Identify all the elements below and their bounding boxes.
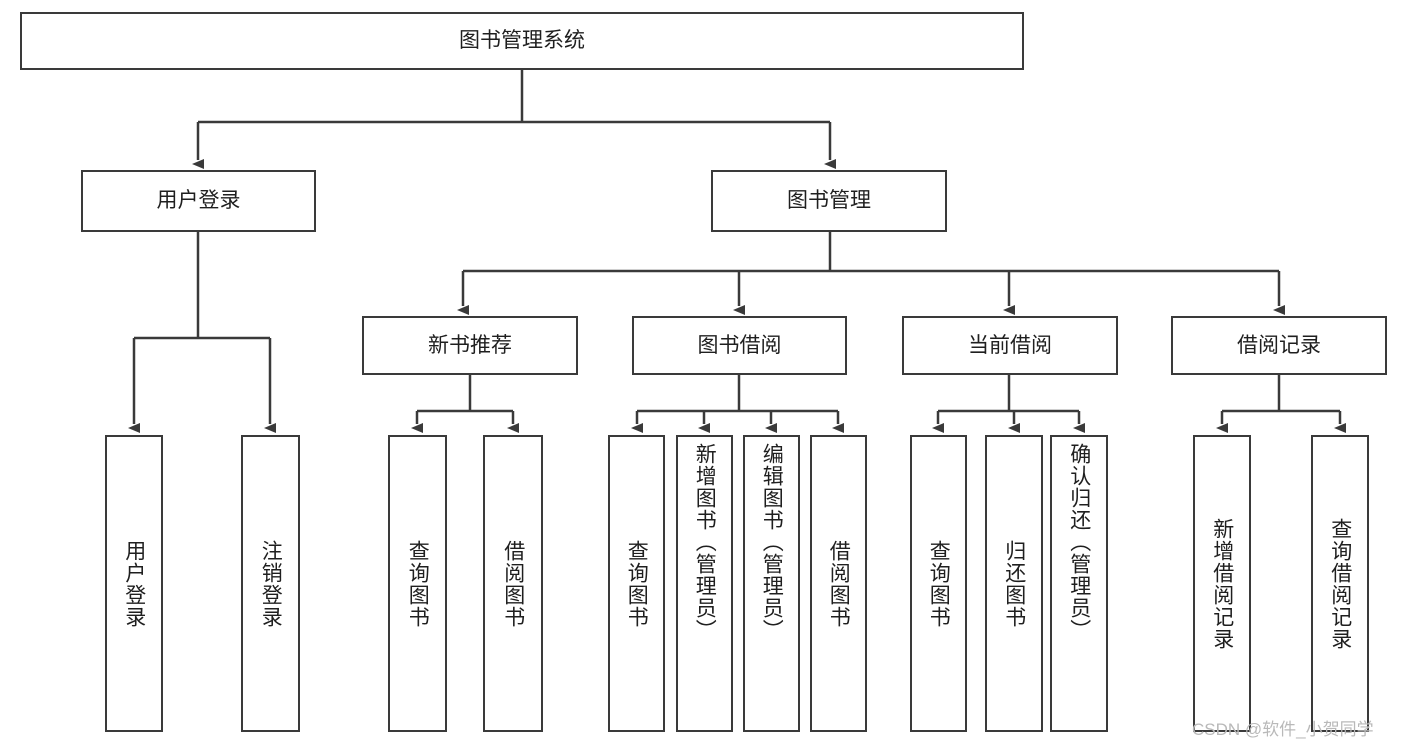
node-root-system[interactable]: 图书管理系统 <box>20 12 1024 70</box>
node-leaf-add-borrow-record[interactable]: 新增借阅记录 <box>1193 435 1251 732</box>
node-leaf-query-borrow-record[interactable]: 查询借阅记录 <box>1311 435 1369 732</box>
node-label: 查询图书 <box>625 539 649 628</box>
node-leaf-user-login[interactable]: 用户登录 <box>105 435 163 732</box>
node-label: 查询图书 <box>927 539 951 628</box>
node-leaf-query-book-1[interactable]: 查询图书 <box>388 435 447 732</box>
node-leaf-borrow-book-2[interactable]: 借阅图书 <box>810 435 867 732</box>
node-label: 用户登录 <box>122 539 146 628</box>
node-leaf-query-book-3[interactable]: 查询图书 <box>910 435 967 732</box>
csdn-watermark: CSDN @软件_小贺同学 <box>1192 720 1374 739</box>
node-label: 图书管理 <box>787 189 871 213</box>
node-label: 查询借阅记录 <box>1328 517 1352 650</box>
node-leaf-borrow-book-1[interactable]: 借阅图书 <box>483 435 543 732</box>
node-leaf-return-book[interactable]: 归还图书 <box>985 435 1043 732</box>
node-current-borrow[interactable]: 当前借阅 <box>902 316 1118 375</box>
node-book-management[interactable]: 图书管理 <box>711 170 947 232</box>
node-new-book-recommend[interactable]: 新书推荐 <box>362 316 578 375</box>
node-label: 借阅图书 <box>827 539 851 628</box>
node-label: 归还图书 <box>1002 539 1026 628</box>
node-label: 图书管理系统 <box>459 29 585 53</box>
node-leaf-query-book-2[interactable]: 查询图书 <box>608 435 665 732</box>
node-label: 确认归还（管理员） <box>1067 443 1091 641</box>
node-label: 新增借阅记录 <box>1210 517 1234 650</box>
node-user-login[interactable]: 用户登录 <box>81 170 316 232</box>
node-label: 借阅记录 <box>1237 333 1321 357</box>
node-leaf-edit-book-admin[interactable]: 编辑图书（管理员） <box>743 435 800 732</box>
node-label: 借阅图书 <box>501 539 525 628</box>
node-label: 查询图书 <box>406 539 430 628</box>
node-label: 新书推荐 <box>428 333 512 357</box>
node-label: 用户登录 <box>156 189 241 213</box>
node-label: 新增图书（管理员） <box>693 443 717 641</box>
node-leaf-confirm-return-admin[interactable]: 确认归还（管理员） <box>1050 435 1108 732</box>
node-borrow-records[interactable]: 借阅记录 <box>1171 316 1387 375</box>
node-leaf-add-book-admin[interactable]: 新增图书（管理员） <box>676 435 733 732</box>
node-leaf-logout[interactable]: 注销登录 <box>241 435 300 732</box>
node-label: 注销登录 <box>259 539 283 628</box>
node-label: 编辑图书（管理员） <box>760 443 784 641</box>
node-book-borrow[interactable]: 图书借阅 <box>632 316 847 375</box>
node-label: 当前借阅 <box>968 333 1052 357</box>
node-label: 图书借阅 <box>697 333 782 357</box>
